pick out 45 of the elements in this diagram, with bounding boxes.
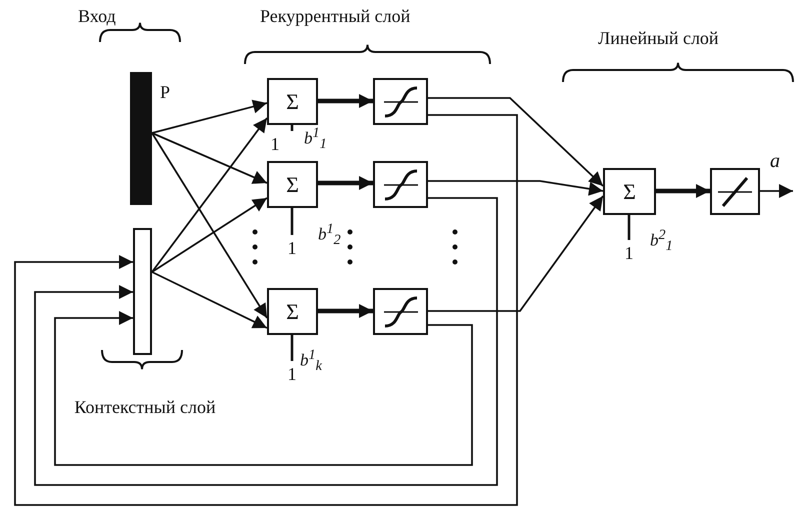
arrow bbox=[152, 197, 268, 273]
arrow bbox=[428, 195, 604, 312]
feedback-arrow bbox=[34, 197, 498, 486]
arrow bbox=[151, 132, 268, 318]
arrow bbox=[318, 94, 373, 108]
sigma-symbol: Σ bbox=[286, 174, 299, 196]
bias-line bbox=[290, 208, 294, 235]
arrow bbox=[151, 117, 268, 273]
bias-input-label: 1 bbox=[286, 238, 298, 258]
input-bar bbox=[130, 72, 152, 205]
output-label: a bbox=[770, 149, 780, 174]
transfer-function-box bbox=[373, 288, 428, 335]
arrow bbox=[318, 304, 373, 318]
bias-input-label: 1 bbox=[286, 364, 298, 384]
arrow bbox=[152, 100, 268, 134]
sigma-symbol: Σ bbox=[623, 180, 636, 202]
sigma-symbol: Σ bbox=[286, 300, 299, 322]
transfer-function-box bbox=[373, 161, 428, 208]
arrow bbox=[428, 180, 604, 196]
summation-box bbox=[267, 78, 318, 125]
arrow bbox=[152, 132, 268, 184]
layer-label: Контекстный слой bbox=[73, 396, 217, 419]
feedback-arrow bbox=[54, 311, 473, 466]
arrow bbox=[760, 184, 793, 198]
arrow bbox=[152, 271, 268, 329]
arrow bbox=[318, 176, 373, 190]
feedback-arrow bbox=[14, 114, 518, 506]
transfer-function-box bbox=[710, 168, 760, 215]
arrow bbox=[428, 97, 604, 187]
bias-line bbox=[628, 215, 630, 240]
layer-label: Вход bbox=[78, 5, 116, 28]
bias-line bbox=[290, 125, 294, 131]
bias-line bbox=[290, 335, 294, 361]
layer-label: Линейный слой bbox=[598, 27, 719, 50]
bias-input-label: 1 bbox=[623, 243, 635, 263]
summation-box bbox=[603, 168, 656, 215]
sigma-symbol: Σ bbox=[286, 90, 299, 112]
input-label: P bbox=[160, 81, 170, 104]
summation-box bbox=[267, 288, 318, 335]
arrow bbox=[656, 184, 710, 198]
layer-label: Рекуррентный слой bbox=[260, 5, 410, 28]
transfer-function-box bbox=[373, 78, 428, 125]
summation-box bbox=[267, 161, 318, 208]
bias-input-label: 1 bbox=[270, 134, 280, 154]
context-layer-bar bbox=[133, 228, 152, 355]
